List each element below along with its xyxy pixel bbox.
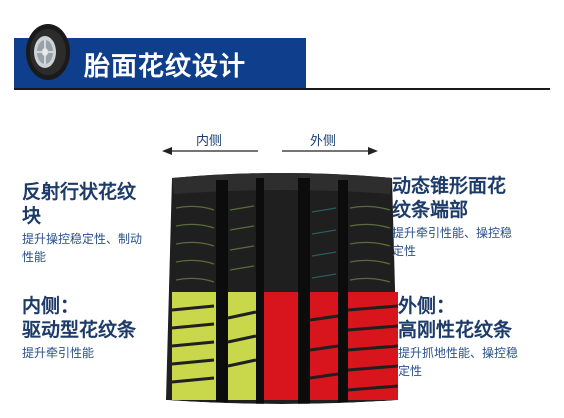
- right-arrow-icon: [282, 147, 378, 155]
- annotation-description: 定性: [392, 244, 417, 258]
- annotation-description: 提升操控稳定性、制动: [22, 232, 143, 246]
- annotation-description: 性能: [22, 250, 47, 264]
- left-arrow-icon: [162, 147, 258, 155]
- annotation-title: 高刚性花纹条: [398, 319, 513, 341]
- inner-side-label: 内侧: [196, 134, 223, 149]
- annotation-title: 内侧：: [22, 295, 80, 317]
- annotation-title: 驱动型花纹条: [22, 319, 137, 341]
- annotation-reflective-blocks: 反射行状花纹 块 提升操控稳定性、制动 性能: [22, 180, 174, 266]
- header: 胎面花纹设计: [0, 0, 564, 95]
- outer-side-label: 外侧: [310, 134, 337, 149]
- page-title: 胎面花纹设计: [84, 52, 247, 82]
- tire-icon: [26, 24, 70, 80]
- header-divider: [14, 88, 550, 90]
- annotation-outer-rigid-ribs: 外侧： 高刚性花纹条 提升抓地性能、操控稳 定性: [398, 294, 554, 380]
- annotation-description: 提升牵引性能: [22, 346, 95, 360]
- annotation-title: 纹条端部: [392, 199, 469, 221]
- annotation-description: 定性: [398, 364, 423, 378]
- annotation-description: 提升抓地性能、操控稳: [398, 346, 519, 360]
- tread-pattern-diagram: [166, 173, 399, 412]
- annotation-title: 外侧：: [398, 295, 456, 317]
- annotation-inner-traction-ribs: 内侧： 驱动型花纹条 提升牵引性能: [22, 294, 172, 362]
- annotation-description: 提升牵引性能、操控稳: [392, 226, 513, 240]
- annotation-title: 动态锥形面花: [392, 175, 507, 197]
- annotation-title: 块: [22, 205, 42, 227]
- annotation-dynamic-taper-ribs: 动态锥形面花 纹条端部 提升牵引性能、操控稳 定性: [392, 174, 552, 260]
- annotation-title: 反射行状花纹: [22, 181, 137, 203]
